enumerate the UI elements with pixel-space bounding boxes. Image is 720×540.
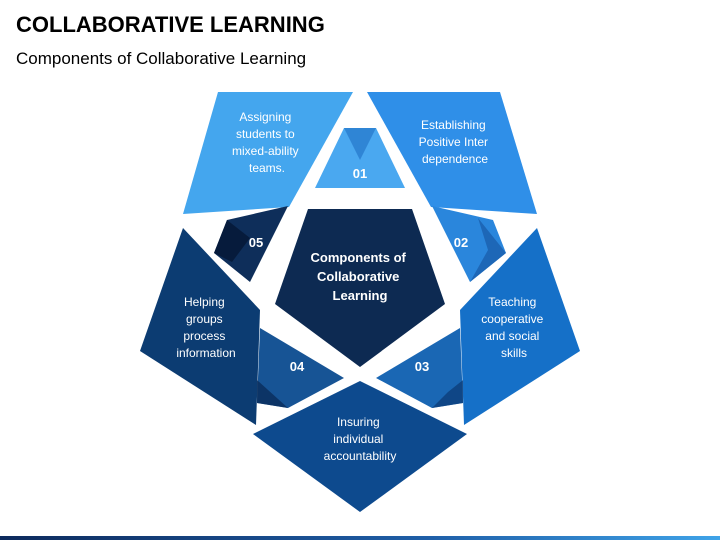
badge-05-facet — [214, 220, 250, 262]
segment-teaching-shape — [460, 228, 580, 425]
segment-assigning-label: Assigning students to mixed-ability team… — [232, 110, 302, 175]
badge-05-number: 05 — [249, 235, 263, 250]
badge-04-facet — [257, 380, 288, 408]
page-subtitle: Components of Collaborative Learning — [16, 49, 307, 68]
badge-04-shape — [257, 328, 344, 408]
badge-03-shape — [376, 328, 463, 408]
segment-insuring-shape — [253, 381, 467, 512]
badge-03-number: 03 — [415, 359, 429, 374]
footer-bar — [0, 536, 720, 540]
center-label: Components of Collaborative Learning — [311, 250, 410, 303]
segment-teaching-label: Teaching cooperative and social skills — [481, 295, 546, 360]
segment-assigning-shape — [183, 92, 353, 214]
badge-04-number: 04 — [290, 359, 305, 374]
badge-01-facet — [344, 128, 376, 160]
segment-insuring-label: Insuring individual accountability — [324, 415, 397, 463]
segment-helping-label: Helping groups process information — [176, 295, 235, 360]
badge-03-facet — [432, 380, 463, 408]
segment-establishing-shape — [367, 92, 537, 214]
segment-establishing-label: Establishing Positive Inter dependence — [419, 118, 492, 166]
center-pentagon — [275, 209, 445, 367]
badge-02-facet — [470, 218, 506, 282]
badge-02-number: 02 — [454, 235, 468, 250]
page-title: COLLABORATIVE LEARNING — [16, 12, 325, 37]
segment-helping-shape — [140, 228, 260, 425]
badge-01-number: 01 — [353, 166, 367, 181]
